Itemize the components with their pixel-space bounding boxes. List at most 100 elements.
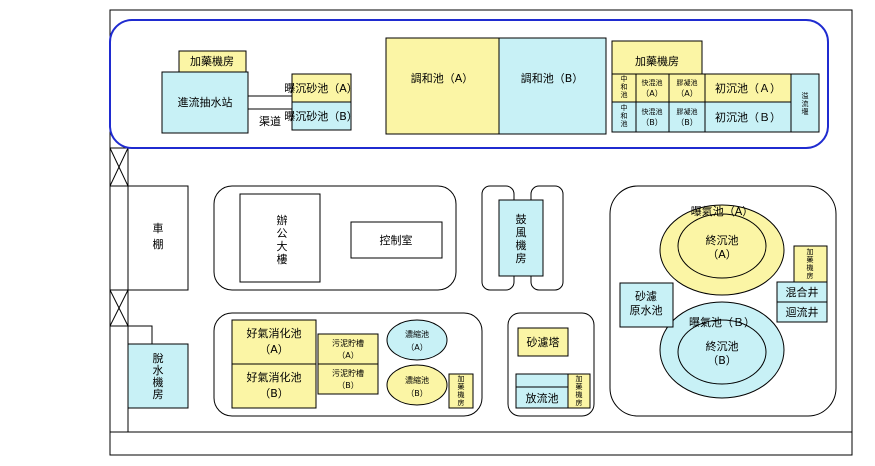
neutralization-1-line-2: 和 bbox=[621, 82, 628, 91]
flocculation-tank-a bbox=[668, 73, 706, 103]
final-clarifier-a-line-1: 終沉池 bbox=[706, 233, 739, 247]
grit-tank-a bbox=[291, 73, 352, 103]
office-line-1: 辦 bbox=[277, 213, 288, 227]
floc-b-line-1: 膠凝池 bbox=[677, 107, 698, 116]
sand-filter-raw-line-2: 原水池 bbox=[630, 304, 663, 317]
final-clarifier-b bbox=[677, 319, 767, 385]
sludge-storage-b bbox=[317, 363, 379, 395]
dosing-discharge-line-4: 房 bbox=[576, 398, 583, 407]
aerobic-digester-b bbox=[231, 363, 317, 409]
blower-line-4: 房 bbox=[516, 252, 527, 265]
sand-filter-raw-water-tank bbox=[619, 282, 674, 328]
dosing-sludge-line-1: 加 bbox=[458, 374, 465, 383]
dewatering-line-2: 水 bbox=[153, 364, 164, 377]
office-building bbox=[239, 193, 321, 283]
rapid-mix-a-line-1: 快混池 bbox=[642, 78, 663, 87]
mixing-well-label: 混合井 bbox=[786, 285, 819, 299]
dosing-room-right bbox=[793, 245, 828, 283]
dosing-room-top-right-label: 加藥機房 bbox=[635, 54, 679, 68]
carport-line-1: 車 bbox=[153, 221, 164, 235]
final-clarifier-a-line-2: （A） bbox=[707, 248, 737, 261]
aerobic-b-line-1: 好氣消化池 bbox=[247, 370, 302, 384]
equalization-basin-a bbox=[385, 37, 500, 135]
dosing-sludge-line-2: 藥 bbox=[458, 382, 465, 391]
sludge-storage-a bbox=[317, 333, 379, 365]
rapid-mix-tank-b bbox=[635, 101, 670, 133]
primary-clarifier-b-label: 初沉池（Ｂ） bbox=[715, 110, 781, 124]
rapid-mix-b-line-2: （B） bbox=[641, 118, 663, 127]
sludge-storage-a-line-2: （A） bbox=[337, 351, 358, 360]
carport bbox=[127, 185, 189, 291]
discharge-tank-label: 放流池 bbox=[526, 391, 559, 405]
dewatering-line-4: 房 bbox=[153, 388, 164, 401]
aerobic-b-line-2: （B） bbox=[259, 387, 289, 400]
final-clarifier-a bbox=[677, 213, 767, 279]
dosing-room-top-left-label: 加藥機房 bbox=[190, 54, 234, 68]
equalization-basin-a-label: 調和池（A） bbox=[411, 71, 474, 85]
overflow-weir-line-1: 溢 bbox=[802, 91, 809, 100]
dewatering-room bbox=[127, 343, 189, 409]
dewatering-line-1: 脫 bbox=[153, 351, 164, 365]
grit-tank-a-label: 曝沉砂池（A） bbox=[284, 82, 358, 95]
dosing-discharge-line-1: 加 bbox=[576, 374, 583, 383]
thickener-a-line-1: 濃縮池 bbox=[405, 329, 429, 339]
neutralization-tank-1 bbox=[611, 73, 637, 103]
primary-clarifier-a-label: 初沉池（Ａ） bbox=[715, 81, 781, 95]
overflow-weir bbox=[790, 73, 820, 133]
dosing-room-sludge bbox=[448, 373, 474, 409]
aeration-b-label: 曝氣池（Ｂ） bbox=[689, 315, 755, 329]
blower-line-1: 鼓 bbox=[516, 212, 527, 226]
aerobic-a-line-1: 好氣消化池 bbox=[247, 326, 302, 340]
return-well-label: 迴流井 bbox=[786, 305, 819, 319]
flocculation-tank-b bbox=[668, 101, 706, 133]
sand-filter-tower-label: 砂濾塔 bbox=[527, 335, 560, 349]
office-line-2: 公 bbox=[277, 227, 288, 240]
neutralization-2-line-1: 中 bbox=[621, 103, 628, 112]
return-well bbox=[776, 301, 828, 323]
pretreatment-zone-outline bbox=[109, 19, 829, 149]
neutralization-2-line-3: 池 bbox=[621, 119, 628, 128]
rapid-mix-tank-a bbox=[635, 73, 670, 103]
dewatering-line-3: 機 bbox=[153, 375, 164, 389]
sand-filter-raw-line-1: 砂濾 bbox=[635, 289, 657, 303]
control-room-label: 控制室 bbox=[380, 233, 413, 247]
neutralization-1-line-3: 池 bbox=[621, 90, 628, 99]
thickener-b bbox=[386, 364, 448, 406]
dosing-room-discharge bbox=[567, 373, 591, 409]
blower-room bbox=[498, 199, 544, 277]
thickener-b-line-1: 濃縮池 bbox=[405, 375, 429, 385]
rapid-mix-b-line-1: 快混池 bbox=[642, 107, 663, 116]
final-clarifier-b-line-2: （B） bbox=[707, 354, 737, 367]
equalization-basin-b-label: 調和池（B） bbox=[521, 71, 584, 85]
overflow-weir-line-3: 堰 bbox=[802, 107, 809, 116]
dewatering-room-annex bbox=[127, 325, 153, 345]
primary-clarifier-a bbox=[704, 73, 792, 103]
aerobic-a-line-2: （A） bbox=[259, 343, 289, 356]
dosing-sludge-line-3: 機 bbox=[458, 390, 465, 399]
dosing-discharge-line-2: 藥 bbox=[576, 382, 583, 391]
grit-tank-b bbox=[291, 101, 352, 131]
influent-pump-station bbox=[161, 71, 249, 134]
rapid-mix-a-line-2: （A） bbox=[641, 89, 662, 98]
neutralization-1-line-1: 中 bbox=[621, 74, 628, 83]
neutralization-2-line-2: 和 bbox=[621, 111, 628, 120]
dosing-discharge-line-3: 機 bbox=[576, 390, 583, 399]
aerobic-digester-a bbox=[231, 319, 317, 365]
dosing-right-line-1: 加 bbox=[807, 247, 814, 256]
dosing-right-line-2: 藥 bbox=[807, 255, 814, 264]
channel-pipe bbox=[247, 95, 293, 110]
dosing-right-line-4: 房 bbox=[807, 271, 814, 280]
sludge-storage-b-line-1: 污泥貯槽 bbox=[332, 368, 364, 378]
aeration-a-label: 曝氣池（A） bbox=[691, 204, 754, 218]
gate-lower bbox=[109, 289, 129, 327]
gate-upper bbox=[109, 147, 129, 187]
thickener-b-line-2: （B） bbox=[406, 389, 428, 398]
final-clarifier-b-line-1: 終沉池 bbox=[706, 339, 739, 353]
grit-tank-b-label: 曝沉砂池（B） bbox=[284, 110, 358, 123]
sludge-storage-b-line-2: （B） bbox=[337, 381, 359, 390]
control-room bbox=[350, 221, 443, 259]
overflow-weir-line-2: 流 bbox=[802, 99, 809, 108]
dosing-sludge-line-4: 房 bbox=[458, 398, 465, 407]
dosing-right-line-3: 機 bbox=[807, 263, 814, 272]
